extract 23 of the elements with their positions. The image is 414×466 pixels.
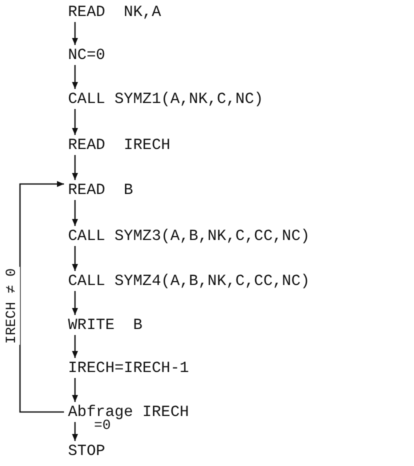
- code-statement: Abfrage IRECH: [68, 403, 189, 421]
- arrow: [72, 65, 78, 89]
- code-statement: CALL SYMZ1(A,NK,C,NC): [68, 90, 264, 108]
- arrow: [72, 246, 78, 271]
- code-statement: READ NK,A: [68, 3, 162, 21]
- code-statement: CALL SYMZ4(A,B,NK,C,CC,NC): [68, 272, 310, 290]
- arrow: [19, 181, 64, 413]
- arrow: [72, 422, 78, 441]
- arrow: [72, 22, 78, 45]
- arrow: [72, 109, 78, 135]
- edge-label: IRECH ≠ 0: [4, 267, 20, 345]
- code-statement: NC=0: [68, 46, 106, 64]
- arrow: [72, 291, 78, 315]
- code-statement: READ B: [68, 181, 134, 199]
- arrow: [72, 335, 78, 358]
- code-statement: CALL SYMZ3(A,B,NK,C,CC,NC): [68, 227, 310, 245]
- code-statement: WRITE B: [68, 316, 142, 334]
- code-statement: IRECH=IRECH-1: [68, 359, 189, 377]
- arrow: [72, 155, 78, 180]
- arrow: [72, 378, 78, 402]
- code-statement: READ IRECH: [68, 136, 170, 154]
- arrow: [72, 200, 78, 226]
- code-statement: STOP: [68, 442, 106, 460]
